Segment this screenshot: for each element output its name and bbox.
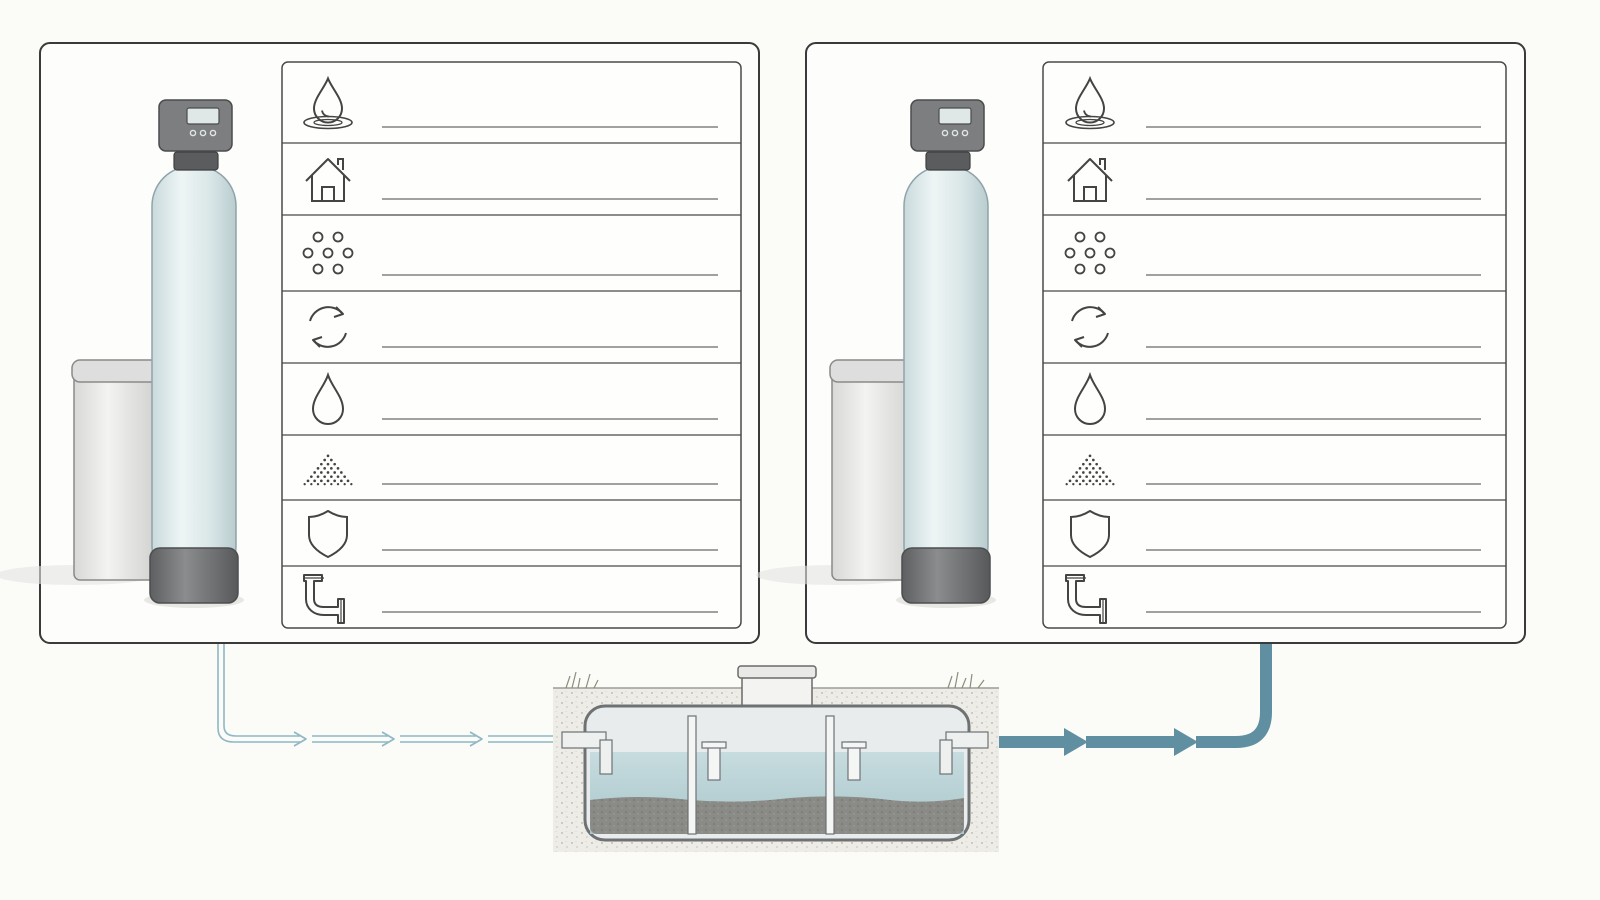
resin-tank <box>903 165 989 587</box>
list-item <box>1043 565 1506 624</box>
list-item <box>282 290 741 348</box>
list-item <box>1043 499 1506 558</box>
list-item <box>303 77 718 130</box>
outflow-line <box>988 644 1272 756</box>
flow-arrow-icon <box>1064 728 1088 756</box>
riser-lid <box>737 665 817 679</box>
brine-tank-lid <box>71 359 161 383</box>
info-list <box>281 61 742 629</box>
list-item <box>1043 214 1506 276</box>
tank-baffle <box>687 715 697 835</box>
list-item <box>1043 362 1506 425</box>
list-item <box>282 499 741 558</box>
tank-baffle <box>825 715 835 835</box>
list-item <box>1065 77 1481 130</box>
info-list <box>1042 61 1507 629</box>
panel-right <box>756 42 1526 644</box>
control-display <box>938 107 972 125</box>
list-item <box>282 214 741 276</box>
water-softener-illustration <box>756 99 996 608</box>
water-softener-illustration <box>0 99 244 608</box>
control-display <box>186 107 220 125</box>
septic-tank <box>553 665 999 852</box>
resin-tank-base <box>149 547 239 604</box>
panel-left <box>0 42 760 644</box>
list-item <box>1043 434 1506 486</box>
inflow-line <box>217 644 562 747</box>
sludge-layer <box>590 796 964 834</box>
list-item <box>282 434 741 486</box>
flow-arrow-icon <box>1174 728 1198 756</box>
brine-tank <box>73 367 159 581</box>
list-item <box>282 362 741 425</box>
resin-tank <box>151 165 237 587</box>
resin-tank-base <box>901 547 991 604</box>
list-item <box>282 142 741 202</box>
list-item <box>282 565 741 624</box>
list-item <box>1043 142 1506 202</box>
list-item <box>1043 290 1506 348</box>
